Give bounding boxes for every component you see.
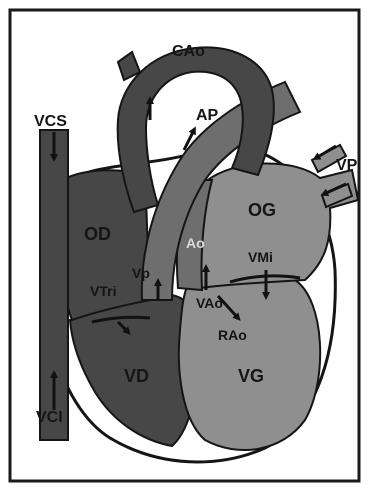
label-vci: VCI bbox=[36, 409, 63, 426]
label-vao: VAo bbox=[196, 295, 223, 311]
label-ap: AP bbox=[196, 107, 219, 124]
label-cao: CAo bbox=[172, 43, 205, 60]
label-vcs: VCS bbox=[34, 113, 67, 130]
label-vtri: VTri bbox=[90, 283, 116, 299]
label-og: OG bbox=[248, 200, 276, 220]
label-rao: RAo bbox=[218, 327, 247, 343]
label-od: OD bbox=[84, 224, 111, 244]
label-ao: Ao bbox=[186, 235, 205, 251]
label-vd: VD bbox=[124, 366, 149, 386]
label-vp-valve: Vp bbox=[132, 265, 150, 281]
label-vp: VP bbox=[336, 157, 358, 174]
label-vg: VG bbox=[238, 366, 264, 386]
label-vmi: VMi bbox=[248, 249, 273, 265]
